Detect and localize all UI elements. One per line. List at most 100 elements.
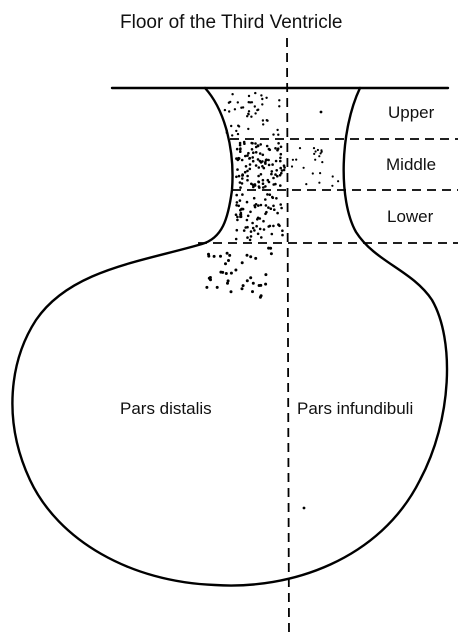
stipple-dot: [250, 101, 254, 104]
stipple-dot: [276, 128, 279, 132]
stipple-dot: [231, 134, 234, 137]
stipple-dot: [225, 251, 229, 255]
stipple-dot: [258, 186, 261, 189]
stipple-dot: [230, 124, 233, 128]
stipple-dot: [270, 232, 274, 236]
stipple-dot: [278, 99, 281, 102]
stipple-dot: [249, 210, 252, 214]
stipple-dot: [239, 186, 242, 189]
stipple-dot: [238, 143, 242, 147]
stipple-dot: [247, 151, 250, 155]
gland-outline: [11, 86, 449, 587]
stipple-dot: [261, 178, 265, 182]
stipple-dot: [240, 207, 244, 211]
stipple-dot: [279, 152, 283, 156]
stipple-dot: [264, 273, 268, 277]
stipple-dot: [246, 154, 249, 157]
stipple-dot: [245, 253, 249, 257]
stipple-dot: [235, 193, 238, 197]
stipple-dot: [251, 281, 255, 285]
stipple-dot: [280, 169, 284, 172]
midline-dashed: [286, 37, 290, 637]
stipple-dot: [277, 133, 280, 136]
stipple-dot: [266, 178, 270, 182]
stipple-dot: [254, 112, 257, 115]
stipple-dot: [234, 213, 238, 216]
stipple-dot: [271, 163, 274, 166]
zone-label-upper: Upper: [388, 103, 435, 122]
stipple-dot: [252, 185, 255, 189]
stipple-dot: [274, 159, 278, 163]
stipple-dot: [249, 235, 253, 238]
stipple-dot: [239, 150, 242, 153]
stipple-dot: [279, 159, 282, 163]
stipple-dot: [245, 279, 249, 283]
stipple-dot: [234, 268, 238, 272]
stipple-dot: [273, 208, 276, 211]
stipple-dot: [251, 221, 254, 225]
stipple-dot: [302, 166, 305, 169]
stipple-dot: [251, 159, 255, 163]
stipple-dot: [319, 152, 322, 155]
stipple-dot: [244, 165, 248, 168]
stipple-dot: [246, 225, 249, 229]
stipple-dot: [237, 204, 240, 208]
stipple-dot: [331, 175, 334, 178]
stipple-dot: [279, 203, 283, 206]
stipple-dot: [314, 150, 317, 153]
stipple-dot: [259, 161, 263, 164]
stipple-dot: [236, 218, 239, 222]
stipple-dot: [259, 283, 263, 287]
stipple-dot: [271, 196, 275, 200]
stipple-dot: [242, 229, 246, 232]
stipple-dot: [262, 186, 265, 189]
stipple-dot: [262, 219, 265, 223]
stipple-dot: [225, 131, 228, 134]
stipple-dot: [318, 181, 321, 184]
stipple-dot: [240, 287, 244, 291]
stipple-dot: [311, 172, 314, 175]
stipple-dot: [237, 174, 241, 178]
stipple-dot: [241, 193, 244, 196]
stipple-dot: [240, 261, 244, 265]
stipple-dot: [223, 108, 227, 112]
stipple-dot: [209, 278, 212, 282]
stipple-dot: [241, 284, 245, 288]
stipple-dot: [274, 147, 277, 150]
stipple-dot: [298, 147, 302, 150]
stipple-dot: [314, 158, 317, 161]
stipple-dot: [246, 115, 249, 118]
stipple-dot: [242, 140, 246, 144]
stipple-dot: [261, 103, 264, 106]
stipple-dot: [252, 151, 255, 154]
stipple-dot: [266, 193, 269, 196]
stipple-dot: [277, 223, 280, 226]
stipple-dot: [265, 119, 268, 122]
stipple-dot: [253, 183, 257, 186]
stipple-dot: [250, 115, 253, 118]
stipple-dot: [246, 236, 249, 239]
stipple-dot: [241, 173, 244, 176]
zone-label-lower: Lower: [387, 207, 434, 226]
stipple-dot: [235, 175, 238, 179]
stipple-dot: [259, 143, 263, 146]
stipple-dot: [260, 94, 263, 97]
stipple-dot: [278, 173, 282, 177]
stipple-dot: [228, 253, 232, 257]
stipple-dot: [257, 204, 260, 207]
stipple-dot: [255, 218, 259, 221]
stipple-dot: [257, 174, 260, 178]
stipple-dot: [275, 169, 279, 172]
stipple-dot: [260, 236, 263, 239]
stipple-dot: [254, 151, 258, 154]
stipple-dot: [212, 254, 216, 258]
stipple-dot: [262, 228, 266, 231]
stipple-dot: [247, 112, 250, 116]
stipple-dot: [205, 285, 209, 289]
stipple-dot: [282, 168, 286, 172]
stipple-dot: [238, 181, 242, 184]
stipple-dot: [256, 144, 260, 148]
stipple-dot: [262, 166, 266, 170]
stipple-dot: [246, 214, 250, 218]
